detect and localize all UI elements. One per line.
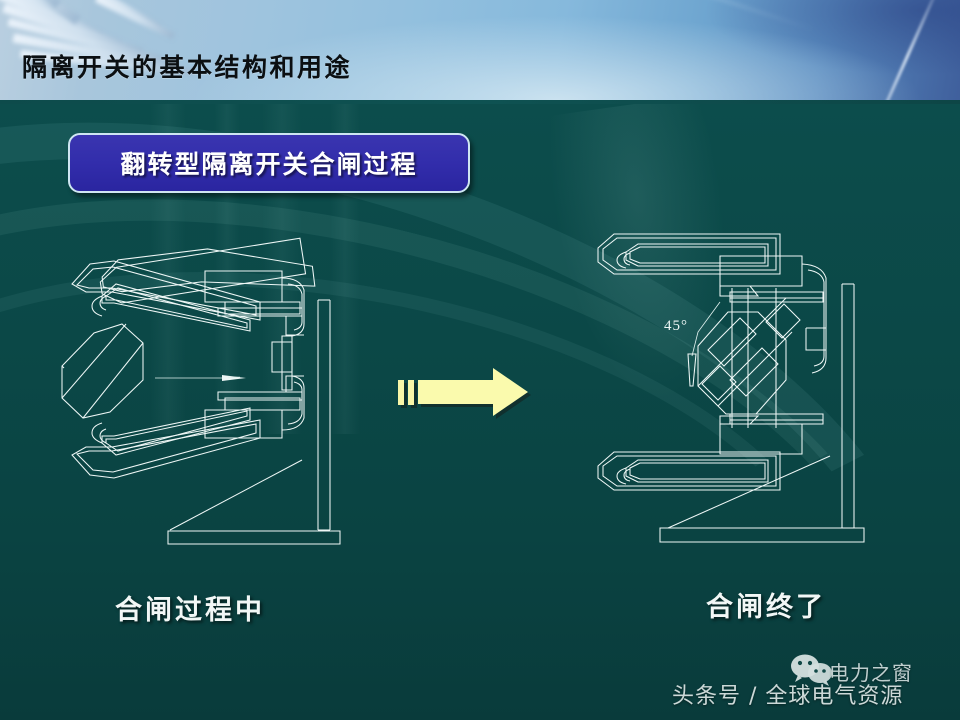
- section-title-text: 翻转型隔离开关合闸过程: [120, 150, 418, 179]
- header-gradient: [0, 0, 960, 104]
- arrow-tick-1: [398, 380, 404, 405]
- watermark-wechat-name: 电力之窗: [829, 661, 913, 685]
- wechat-icon: [790, 654, 834, 688]
- angle-annotation-45: 45°: [664, 318, 688, 334]
- caption-right-diagram: 合闸终了: [706, 592, 826, 623]
- watermark-channel: 头条号 / 全球电气资源: [672, 684, 904, 709]
- diagram-right-closed: 45°: [580, 228, 910, 558]
- caption-left-diagram: 合闸过程中: [115, 595, 265, 626]
- slide-header: 隔离开关的基本结构和用途: [0, 0, 960, 104]
- section-title-banner: 翻转型隔离开关合闸过程: [68, 133, 470, 193]
- right-arrow-icon: [418, 368, 528, 416]
- diagram-left-closing-in-progress: [50, 230, 380, 560]
- header-divider: [0, 100, 960, 104]
- arrow-tick-2: [408, 380, 414, 405]
- page-title: 隔离开关的基本结构和用途: [22, 53, 353, 82]
- transition-arrow: [398, 366, 548, 422]
